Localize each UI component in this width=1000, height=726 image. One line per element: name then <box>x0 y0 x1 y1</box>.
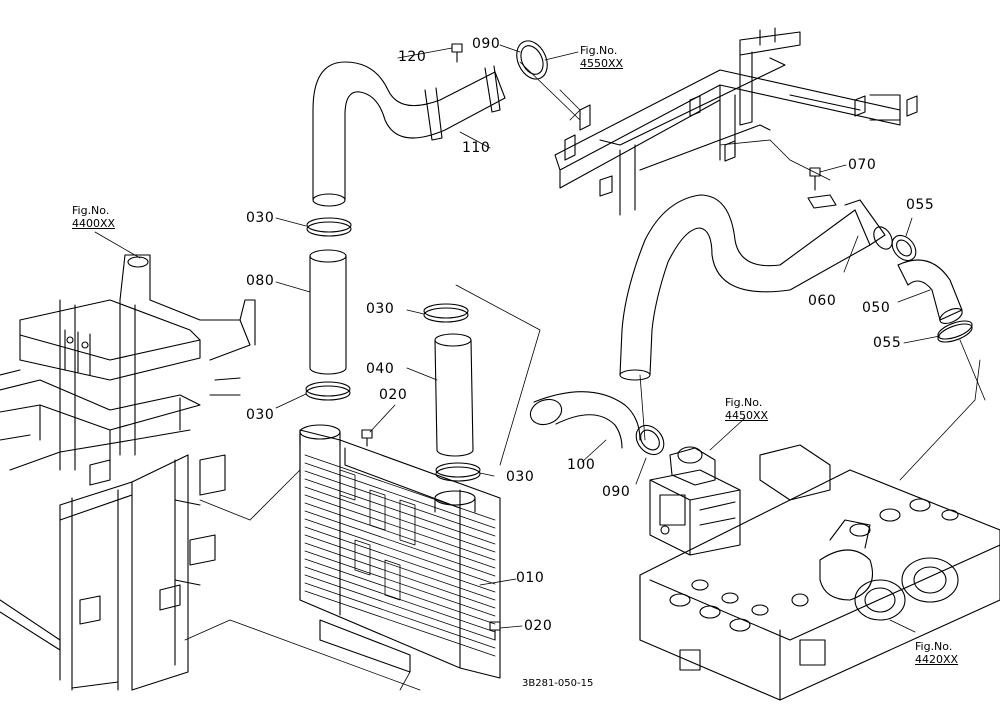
part-label-040: 040 <box>366 361 395 377</box>
pipe-060-drawing <box>619 194 893 381</box>
fig-ref-4400-code: 4400XX <box>72 217 116 230</box>
engine-head-drawing <box>639 444 1000 701</box>
fig-ref-4400[interactable]: Fig.No. 4400XX <box>72 204 115 230</box>
fig-ref-4420[interactable]: Fig.No. 4420XX <box>915 640 958 666</box>
part-label-060: 060 <box>808 293 837 309</box>
part-label-030-b: 030 <box>366 301 395 317</box>
part-label-030-a: 030 <box>246 210 275 226</box>
hose-040-drawing <box>434 333 474 457</box>
frame-right-drawing <box>554 27 918 216</box>
throttle-body-drawing <box>649 446 741 556</box>
fig-ref-4420-code: 4420XX <box>915 653 959 666</box>
part-label-020-top: 020 <box>379 387 408 403</box>
part-label-055-bottom: 055 <box>873 335 902 351</box>
hose-080-drawing <box>309 249 347 375</box>
pipe-100-drawing <box>529 391 641 449</box>
part-label-050: 050 <box>862 300 891 316</box>
intercooler-fins-drawing <box>304 454 496 657</box>
fig-ref-4550-label: Fig.No. <box>580 44 618 57</box>
elbow-050-drawing <box>897 259 963 324</box>
part-label-090-top: 090 <box>472 36 501 52</box>
pipe-110-drawing <box>312 61 506 207</box>
fig-ref-4450-label: Fig.No. <box>725 396 763 409</box>
leader-lines <box>184 44 986 691</box>
fig-ref-4400-label: Fig.No. <box>72 204 110 217</box>
part-label-030-c: 030 <box>246 407 275 423</box>
part-label-070: 070 <box>848 157 877 173</box>
part-label-080: 080 <box>246 273 275 289</box>
part-label-055-top: 055 <box>906 197 935 213</box>
part-label-090-bottom: 090 <box>602 484 631 500</box>
fig-ref-4450-code: 4450XX <box>725 409 769 422</box>
fig-ref-4550-code: 4550XX <box>580 57 624 70</box>
part-label-120: 120 <box>398 49 427 65</box>
part-label-110: 110 <box>462 140 491 156</box>
drawing-id: 3B281-050-15 <box>522 678 594 689</box>
part-label-010: 010 <box>516 570 545 586</box>
part-label-020-bottom: 020 <box>524 618 553 634</box>
part-label-100: 100 <box>567 457 596 473</box>
frame-left-drawing <box>0 254 256 691</box>
fig-ref-4420-label: Fig.No. <box>915 640 953 653</box>
part-label-030-d: 030 <box>506 469 535 485</box>
fig-ref-4550[interactable]: Fig.No. 4550XX <box>580 44 623 70</box>
fig-ref-4450[interactable]: Fig.No. 4450XX <box>725 396 768 422</box>
